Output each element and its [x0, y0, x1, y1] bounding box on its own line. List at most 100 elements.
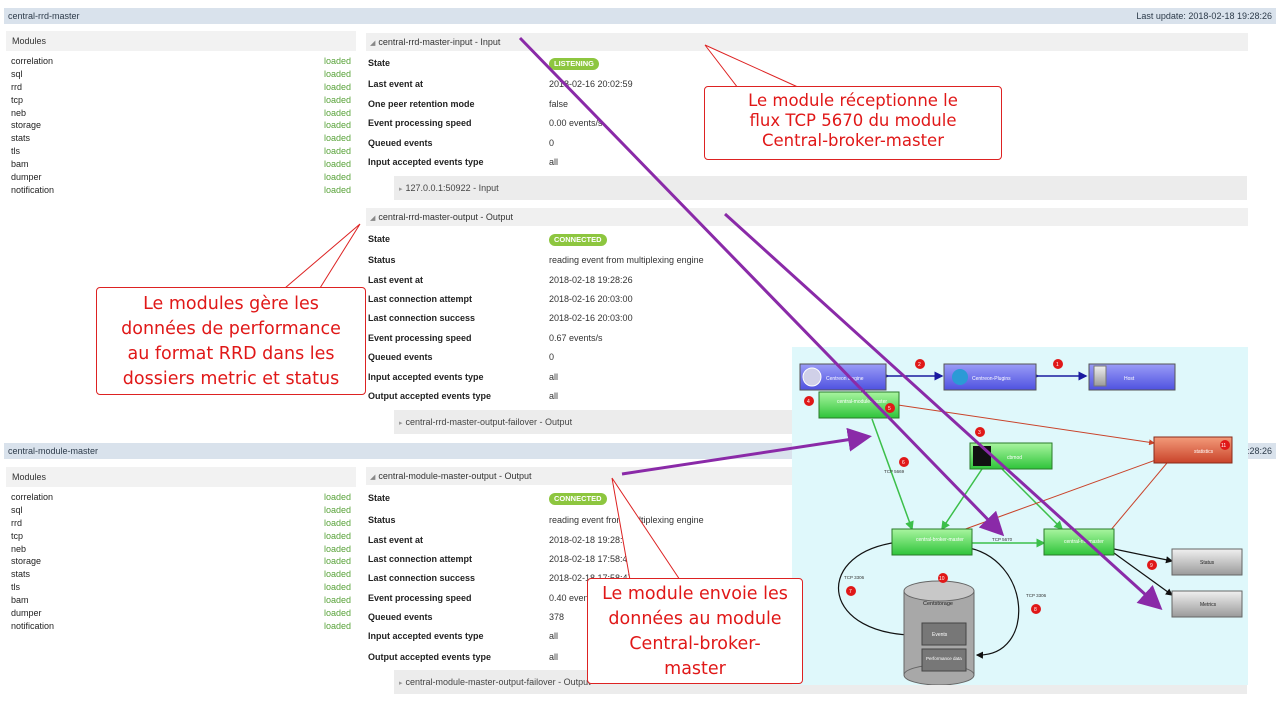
- module-name: dumper: [11, 608, 42, 619]
- rrd-input-header[interactable]: ◢central-rrd-master-input - Input: [366, 33, 1248, 51]
- module-row: stats loaded: [11, 132, 356, 145]
- field-value: reading event from multiplexing engine: [549, 515, 704, 525]
- module-last-update: 19:28:26: [1236, 446, 1272, 456]
- module-row: dumper loaded: [11, 607, 356, 620]
- centreon-logo-icon: [952, 369, 968, 385]
- metrics-label: Metrics: [1200, 602, 1217, 608]
- field-label: State: [368, 234, 391, 244]
- module-name: storage: [11, 120, 42, 131]
- state-badge: CONNECTED: [549, 234, 607, 246]
- svg-text:8: 8: [1034, 607, 1037, 613]
- state-badge: LISTENING: [549, 58, 600, 70]
- module-status: loaded: [323, 556, 351, 567]
- module-output-title: central-module-master-output - Output: [378, 471, 532, 481]
- callout-rrd-line1: Le modules gère les: [143, 294, 319, 314]
- db-perf-label: Performance data: [926, 656, 962, 661]
- module-status: loaded: [323, 107, 351, 118]
- field-label: Status: [368, 255, 396, 265]
- svg-text:10: 10: [939, 576, 945, 582]
- field-label: Input accepted events type: [368, 157, 484, 167]
- field-value: 2018-02-16 20:02:59: [549, 79, 633, 89]
- rrd-input-title: central-rrd-master-input - Input: [378, 37, 501, 47]
- field-label: Output accepted events type: [368, 391, 492, 401]
- module-status: loaded: [323, 133, 351, 144]
- collapse-triangle-icon: ◢: [370, 474, 376, 481]
- field-value: 0.00 events/s: [549, 118, 603, 128]
- state-value: LISTENING: [549, 56, 600, 70]
- field-label: Event processing speed: [368, 593, 472, 603]
- svg-text:11: 11: [1221, 443, 1226, 449]
- rrd-output-header[interactable]: ◢central-rrd-master-output - Output: [366, 208, 1248, 226]
- module-name: neb: [11, 543, 27, 554]
- module-name: tcp: [11, 94, 24, 105]
- field-label: Queued events: [368, 352, 433, 362]
- field-label: Input accepted events type: [368, 631, 484, 641]
- step-badge: 7: [846, 586, 856, 596]
- edge-label: TCP 3306: [844, 575, 865, 580]
- field-value: 2018-02-18 19:28:26: [549, 275, 633, 285]
- broker-master-label: central-broker-master: [916, 537, 964, 543]
- rrd-input-sub[interactable]: ▸127.0.0.1:50922 - Input: [394, 176, 1247, 200]
- state-value: CONNECTED: [549, 232, 607, 246]
- state-value: CONNECTED: [549, 491, 607, 505]
- module-status: loaded: [323, 608, 351, 619]
- module-name: correlation: [11, 492, 54, 502]
- rrd-output-sub-title: central-rrd-master-output-failover - Out…: [405, 417, 573, 427]
- host-label: Host: [1124, 376, 1135, 382]
- field-label: Last connection attempt: [368, 554, 473, 564]
- field-value: 0.67 events/s: [549, 333, 603, 343]
- module-status: loaded: [323, 68, 351, 79]
- field-label: Output accepted events type: [368, 652, 492, 662]
- callout-rrd-line2: données de performance: [121, 319, 341, 339]
- svg-text:6: 6: [902, 460, 905, 466]
- module-status: loaded: [323, 517, 351, 528]
- callout-pointer: [704, 44, 801, 89]
- field-value: all: [549, 652, 559, 662]
- field-value: 2018-02-16 20:03:00: [549, 313, 633, 323]
- module-name: correlation: [11, 56, 54, 66]
- field-value: 0.40 events/s: [549, 593, 603, 603]
- module-status: loaded: [323, 159, 351, 170]
- statistics-label: statistics: [1194, 449, 1214, 455]
- callout-input: Le module réceptionne le flux TCP 5670 d…: [704, 86, 1002, 160]
- db-label: Centstorage: [923, 601, 953, 607]
- field-value: false: [549, 99, 569, 109]
- module-name: bam: [11, 595, 29, 606]
- module-status: loaded: [323, 530, 351, 541]
- field-value: 378: [549, 612, 565, 622]
- module-status: loaded: [323, 582, 351, 593]
- module-name: neb: [11, 107, 27, 118]
- architecture-diagram-svg: Centreon Engine Centreon-Plugins Host ce…: [799, 359, 1243, 686]
- modules-header: Modules: [6, 31, 356, 51]
- field-label: Queued events: [368, 138, 433, 148]
- field-label: Event processing speed: [368, 118, 472, 128]
- field-value: all: [549, 631, 559, 641]
- status-label: Status: [1200, 560, 1215, 566]
- callout-input-line2: flux TCP 5670 du module: [749, 111, 957, 130]
- svg-text:5: 5: [888, 406, 891, 412]
- module-name: storage: [11, 556, 42, 567]
- field-label: Last connection attempt: [368, 294, 473, 304]
- field-value: 0: [549, 138, 555, 148]
- module-output-sub-title: central-module-master-output-failover - …: [405, 677, 591, 687]
- step-badge: 10: [938, 573, 948, 583]
- step-badge: 5: [885, 403, 895, 413]
- module-name: sql: [11, 504, 23, 515]
- module-name: stats: [11, 133, 31, 144]
- module-master-label: central-module-master: [837, 399, 887, 405]
- rrd-master-label: central-rrd-master: [1064, 539, 1104, 545]
- field-label: Last event at: [368, 79, 424, 89]
- rrd-last-update: Last update: 2018-02-18 19:28:26: [1136, 11, 1272, 21]
- expand-triangle-icon: ▸: [399, 186, 403, 193]
- module-status: loaded: [323, 81, 351, 92]
- status-node: [1171, 548, 1243, 576]
- module-status: loaded: [323, 172, 351, 183]
- field-value: 2018-02-18 19:28:26: [549, 535, 633, 545]
